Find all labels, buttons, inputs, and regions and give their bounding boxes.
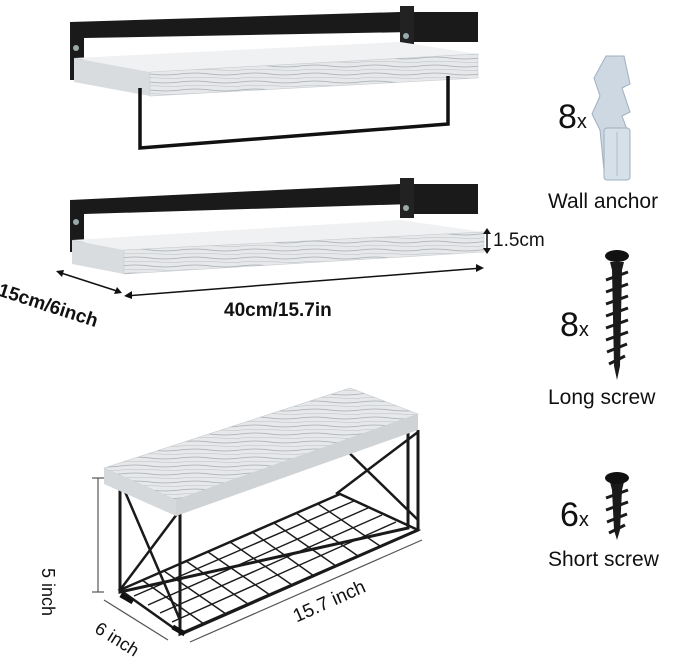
wire-basket-shelf: [103, 387, 422, 637]
thickness-dimension-arrow: [483, 228, 491, 254]
short-screw-icon: [605, 472, 629, 540]
long-screw-caption: Long screw: [548, 386, 656, 409]
shelf-length-label: 40cm/15.7in: [224, 300, 332, 321]
wall-anchor-caption: Wall anchor: [548, 190, 659, 213]
wall-anchor-icon: [591, 55, 631, 181]
basket-length-arrow: [189, 539, 423, 643]
wall-anchor-count: 8x: [558, 98, 587, 136]
shelf-thickness-label: 1.5cm: [493, 230, 545, 251]
depth-dimension-arrow: [56, 270, 122, 294]
short-screw-caption: Short screw: [548, 548, 659, 571]
middle-floating-shelf: [70, 178, 485, 275]
long-screw-icon: [605, 250, 629, 380]
short-screw-count: 6x: [560, 496, 589, 534]
basket-height-label: 5 inch: [38, 568, 58, 617]
long-screw-count: 8x: [560, 306, 589, 344]
top-floating-shelf: [70, 6, 479, 150]
length-dimension-arrow: [124, 264, 484, 299]
basket-height-arrow: [92, 477, 104, 593]
basket-depth-arrow: [103, 599, 169, 641]
